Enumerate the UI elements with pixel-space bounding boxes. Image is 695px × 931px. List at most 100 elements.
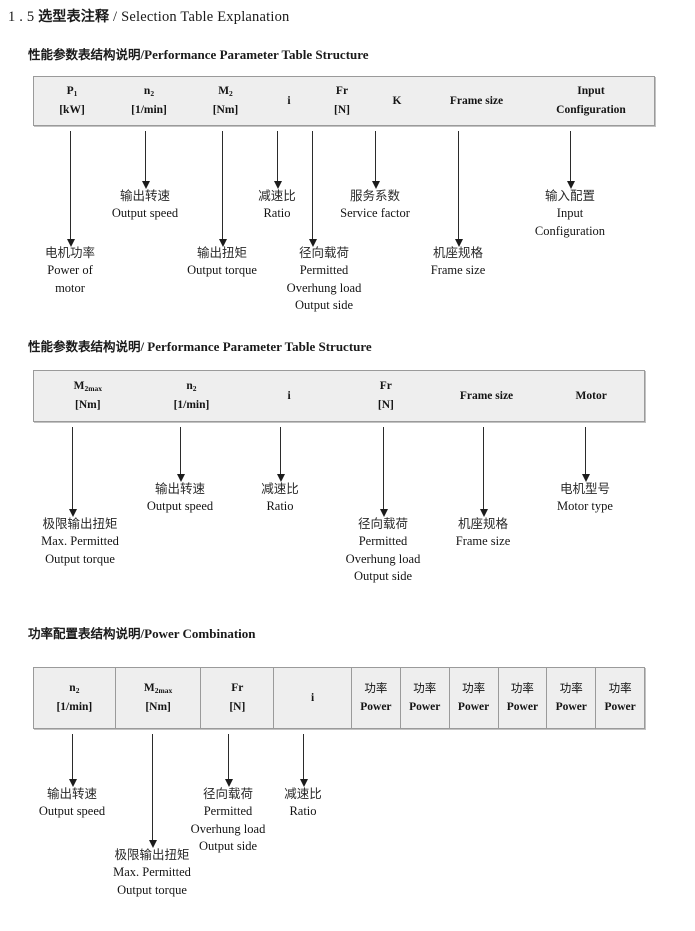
note-ratio-3-en-1: Ratio [289,803,317,818]
table-3-col-fr-unit: [N] [229,701,246,713]
note-output-speed-3-cn: 输出转速 [46,786,97,801]
arrow-to-ratio-3 [299,734,308,787]
table-3-col-power-1-cn: 功率 [364,681,388,696]
table-2-col-m2max-symbol: M [73,380,85,393]
table-1-col-m2-symbol: M [218,85,230,98]
note-ratio-2: 减速比 Ratio [261,480,299,516]
table-2-col-n2-symbol: n [186,380,193,393]
table-3-col-power-3: 功率 Power [448,668,498,728]
table-3-col-m2max-unit: [Nm] [145,701,171,713]
section-2-heading-en: Performance Parameter Table Structure [147,339,372,354]
note-input-configuration-en-1: Input [556,205,584,220]
table-2-col-m2max-unit: [Nm] [75,399,101,411]
note-output-speed-cn: 输出转速 [119,188,170,203]
table-1-col-m2-unit: [Nm] [212,104,239,116]
note-motor-type-cn: 电机型号 [559,481,610,496]
note-overhung-load-2-cn: 径向载荷 [357,516,409,531]
note-ratio-2-en-1: Ratio [266,498,294,513]
table-3-col-power-2: 功率 Power [399,668,449,728]
table-1-col-p1-sub: 1 [73,89,78,99]
note-frame-size-2-cn: 机座规格 [457,516,508,531]
section-3-heading: 功率配置表结构说明/Power Combination [28,623,256,642]
table-3-col-n2: n2 [1/min] [34,668,115,728]
table-3-col-power-6-cn: 功率 [608,681,632,696]
note-overhung-load-en-3: Output side [295,298,353,313]
note-service-factor: 服务系数 Service factor [340,187,410,223]
note-input-configuration: 输入配置 Input Configuration [535,187,605,240]
note-overhung-load-3: 径向载荷 Permitted Overhung load Output side [191,785,266,856]
table-1-col-k: K [369,77,425,125]
note-output-speed-2-en-1: Output speed [146,498,214,513]
note-overhung-load-cn: 径向载荷 [298,245,350,260]
table-2-col-i-symbol: i [287,389,291,402]
note-frame-size-cn: 机座规格 [432,245,483,260]
note-ratio-en-1: Ratio [263,205,291,220]
table-1-col-p1-symbol: P [66,85,74,98]
page-title-en: Selection Table Explanation [121,9,290,25]
note-ratio-3: 减速比 Ratio [284,785,322,821]
section-2-heading-cn: 性能参数表结构说明 [28,339,141,354]
note-output-speed-3: 输出转速 Output speed [39,785,105,821]
table-3-col-power-4-en: Power [506,701,539,713]
table-2-col-n2: n2 [1/min] [142,371,242,421]
note-max-permitted-3-en-1: Max. Permitted [113,864,191,879]
arrow-to-power-of-motor [66,131,75,247]
page-title-number: 1 . 5 [8,9,35,25]
table-2-col-n2-sub: 2 [192,384,197,394]
table-3-col-power-3-cn: 功率 [462,681,486,696]
section-1-heading-en: Performance Parameter Table Structure [144,47,369,62]
arrow-to-frame-size-2 [479,427,488,517]
table-1-col-input-unit: Configuration [556,104,626,116]
table-3-col-power-5: 功率 Power [546,668,595,728]
section-1-heading-cn: 性能参数表结构说明 [28,47,141,62]
arrow-to-output-torque [218,131,227,247]
note-motor-type-en-1: Motor type [557,498,613,513]
arrow-to-ratio [273,131,282,189]
note-ratio: 减速比 Ratio [258,187,296,223]
table-3-col-power-6: 功率 Power [595,668,644,728]
page-title-separator: / [113,9,118,25]
table-3-col-i: i [273,668,351,728]
arrow-to-output-speed [141,131,150,189]
arrow-to-input-configuration [566,131,575,189]
note-power-of-motor-en-2: motor [55,280,85,295]
table-3-col-power-4: 功率 Power [497,668,547,728]
note-input-configuration-cn: 输入配置 [544,188,596,203]
power-combination-table: n2 [1/min] M2max [Nm] Fr [N] i 功率 Power … [33,667,645,729]
table-2-col-m2max: M2max [Nm] [34,371,142,421]
note-output-speed-2-cn: 输出转速 [154,481,205,496]
table-3-col-power-4-cn: 功率 [510,681,534,696]
arrow-to-service-factor [371,131,380,189]
table-2-col-motor: Motor [538,371,644,421]
arrow-to-max-permitted-output-torque [68,427,77,517]
note-overhung-load-en-2: Overhung load [286,280,362,295]
table-3-col-m2max: M2max [Nm] [114,668,201,728]
note-overhung-load-3-en-1: Permitted [203,803,253,818]
note-power-of-motor-cn: 电机功率 [44,245,96,260]
note-service-factor-en-1: Service factor [340,205,410,220]
section-3-heading-cn: 功率配置表结构说明 [28,626,141,641]
note-output-speed: 输出转速 Output speed [112,187,178,223]
note-input-configuration-en-2: Configuration [534,223,606,238]
note-overhung-load-3-cn: 径向载荷 [202,786,254,801]
table-3-col-power-5-cn: 功率 [559,681,583,696]
performance-parameter-table-1: P1 [kW] n2 [1/min] M2 [Nm] i Fr [N] K Fr… [33,76,655,126]
table-1-col-p1: P1 [kW] [34,77,110,125]
table-3-col-n2-symbol: n [69,682,76,695]
table-3-col-i-symbol: i [310,691,315,704]
note-output-torque: 输出扭矩 Output torque [187,244,257,280]
note-frame-size-en-1: Frame size [430,262,486,277]
note-ratio-cn: 减速比 [258,188,296,203]
section-2-heading: 性能参数表结构说明/ Performance Parameter Table S… [28,336,372,355]
table-1-col-n2-unit: [1/min] [131,104,167,116]
table-2-col-frame-size-symbol: Frame size [459,389,514,402]
note-max-permitted-output-torque-3: 极限输出扭矩 Max. Permitted Output torque [113,846,191,899]
note-motor-type: 电机型号 Motor type [557,480,613,516]
table-1-col-m2: M2 [Nm] [188,77,263,125]
arrow-to-overhung-load [308,131,317,247]
note-ratio-3-cn: 减速比 [284,786,322,801]
table-1-col-frame-size-symbol: Frame size [449,94,504,107]
note-frame-size-2: 机座规格 Frame size [456,515,511,551]
section-1-heading-sep: / [140,47,145,62]
note-output-speed-3-en-1: Output speed [38,803,106,818]
